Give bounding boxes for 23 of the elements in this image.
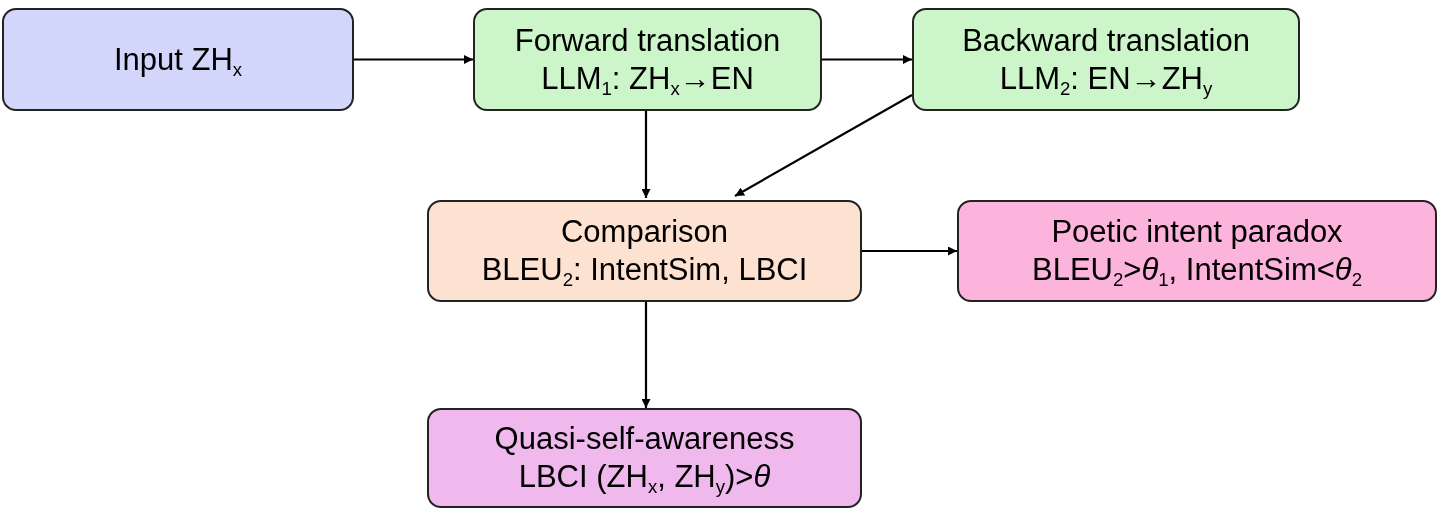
arrow (862, 246, 957, 256)
process-box (912, 8, 1300, 111)
input-box (2, 8, 354, 111)
arrow (354, 55, 473, 64)
result-box (427, 408, 862, 508)
box-heading: Backward translation (962, 21, 1250, 60)
result-box (957, 200, 1437, 302)
box-heading: Quasi-self-awareness (494, 420, 795, 458)
process-box (473, 8, 822, 111)
box-text: LLM$_{1}$: ZH$_{x}$→EN (541, 59, 754, 98)
box-text: LBCI (ZH$_{x}$, ZH$_{y}$)>θ (518, 458, 771, 496)
box-heading: Forward translation (514, 21, 781, 60)
box-text: Input ZH$_{x}$ (113, 40, 243, 79)
arrow (641, 302, 651, 408)
process-box (427, 200, 862, 302)
box-heading: Poetic intent paradox (1051, 213, 1343, 251)
arrow (822, 55, 912, 64)
box-text: BLEU$_{2}$: IntentSim, LBCI (481, 251, 808, 289)
arrow (641, 111, 651, 198)
box-text: LLM$_{2}$: EN→ZH$_{y}$ (999, 59, 1213, 98)
box-text: BLEU$_{2}$>θ$_{1}$, IntentSim<θ$_{2}$ (1031, 251, 1363, 289)
box-heading: Comparison (560, 213, 729, 251)
arrow (734, 94, 913, 197)
